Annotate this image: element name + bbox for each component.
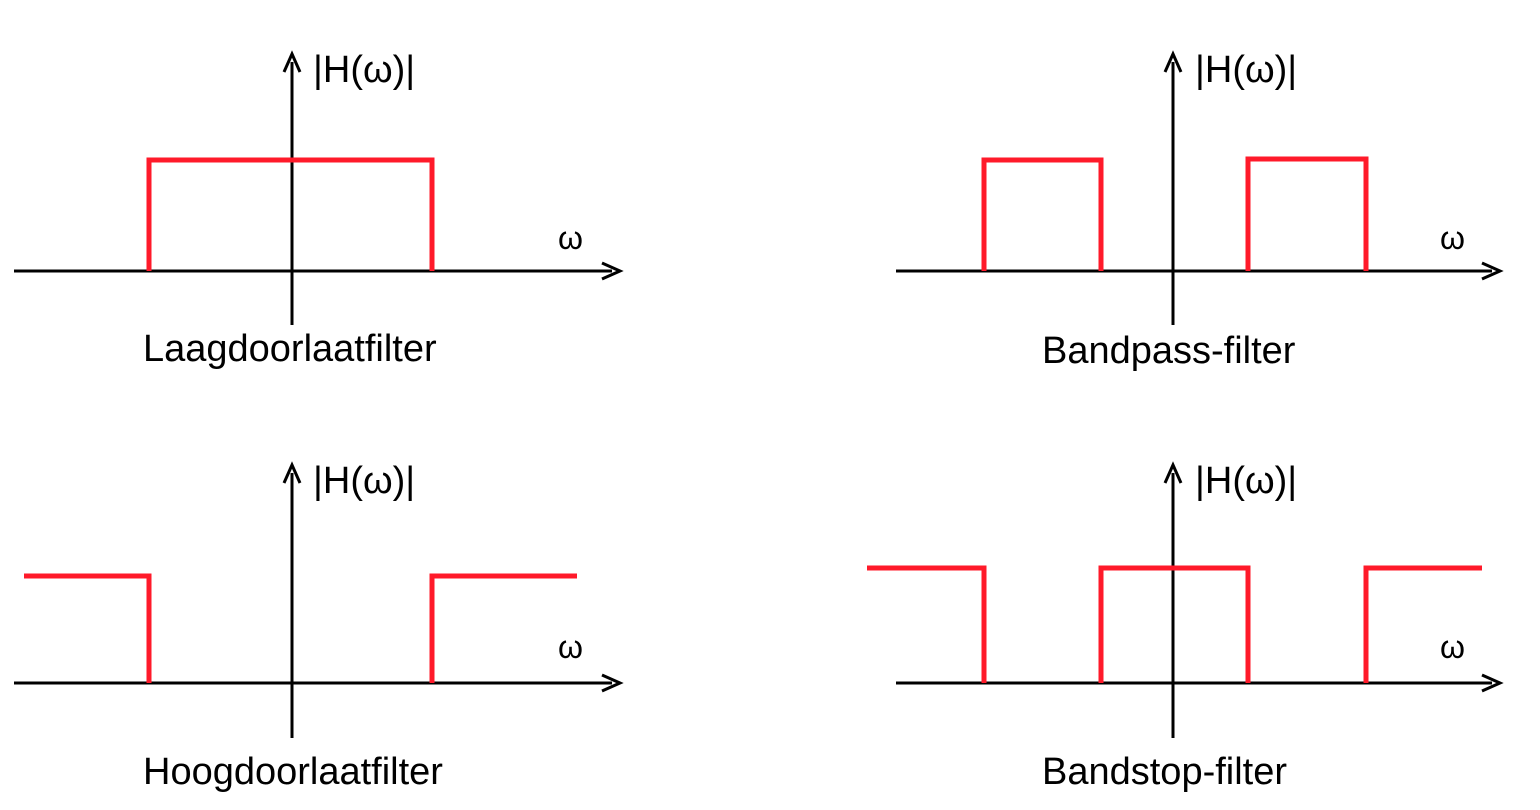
panel-bandstop: |H(ω)| ω Bandstop-filter (770, 405, 1540, 810)
y-axis-arrowhead (282, 50, 302, 73)
filter-caption: Bandpass-filter (1042, 330, 1296, 372)
x-axis-arrowhead (1481, 261, 1504, 281)
bandstop-graph (867, 461, 1504, 738)
x-axis-arrowhead (601, 673, 624, 693)
x-axis-arrowhead (1481, 673, 1504, 693)
y-axis-arrowhead (1163, 461, 1183, 484)
filter-caption: Bandstop-filter (1042, 751, 1288, 793)
response-curve (146, 157, 435, 271)
bandpass-graph (896, 50, 1504, 325)
lowpass-graph (14, 50, 624, 325)
y-axis-label: |H(ω)| (313, 49, 416, 91)
y-axis-arrowhead (1163, 50, 1183, 73)
panel-highpass: |H(ω)| ω Hoogdoorlaatfilter (0, 405, 770, 810)
response-curve-left-band (981, 157, 1104, 271)
y-axis-arrowhead (282, 461, 302, 484)
y-axis-label: |H(ω)| (1195, 49, 1298, 91)
x-axis-label: ω (558, 220, 583, 256)
x-axis-label: ω (558, 629, 583, 665)
filter-caption: Hoogdoorlaatfilter (143, 751, 443, 793)
response-curve-middle (1098, 565, 1251, 683)
x-axis-label: ω (1440, 629, 1465, 665)
panel-bandpass: |H(ω)| ω Bandpass-filter (770, 0, 1540, 405)
response-curve-right (1363, 565, 1482, 683)
y-axis-label: |H(ω)| (313, 460, 416, 502)
x-axis-label: ω (1440, 220, 1465, 256)
response-curve-left (24, 573, 152, 683)
panel-lowpass: |H(ω)| ω Laagdoorlaatfilter (0, 0, 770, 405)
response-curve-right-band (1245, 156, 1369, 271)
response-curve-left (867, 565, 987, 683)
filter-caption: Laagdoorlaatfilter (143, 328, 437, 370)
response-curve-right (429, 573, 577, 683)
y-axis-label: |H(ω)| (1195, 460, 1298, 502)
highpass-graph (14, 461, 624, 738)
x-axis-arrowhead (601, 261, 624, 281)
